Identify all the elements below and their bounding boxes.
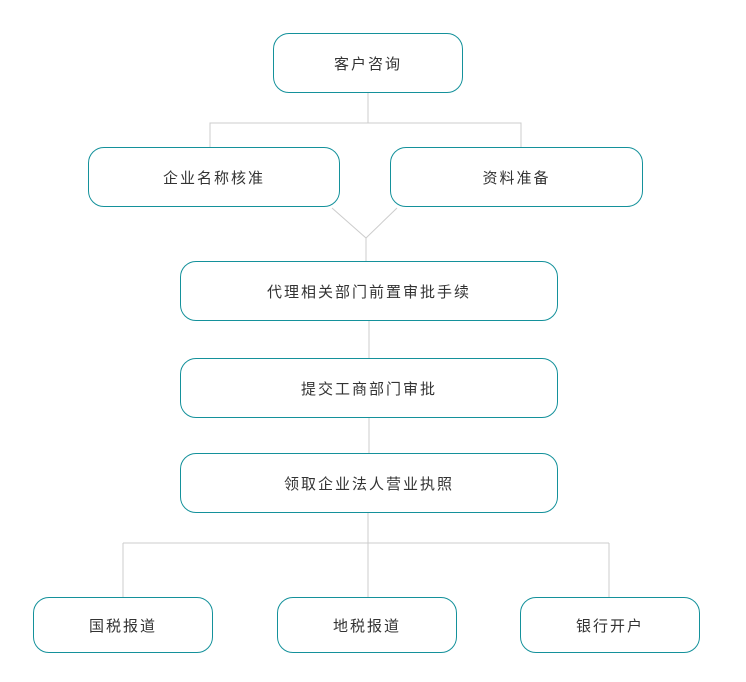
flow-node-label: 代理相关部门前置审批手续 [266, 282, 471, 301]
flow-node-label: 提交工商部门审批 [300, 379, 437, 398]
flow-node-name-approval: 企业名称核准 [88, 147, 340, 207]
flow-node-material-preparation: 资料准备 [390, 147, 643, 207]
flow-node-local-tax: 地税报道 [277, 597, 457, 653]
flow-node-label: 地税报道 [332, 616, 401, 635]
flow-node-license: 领取企业法人营业执照 [180, 453, 558, 513]
connector-split-bar [209, 122, 522, 147]
flow-node-label: 银行开户 [575, 616, 644, 635]
flow-node-bank-account: 银行开户 [520, 597, 700, 653]
connector-merge-left [331, 207, 367, 239]
flow-node-submit-approval: 提交工商部门审批 [180, 358, 558, 418]
flow-node-label: 资料准备 [482, 168, 551, 187]
flow-node-national-tax: 国税报道 [33, 597, 213, 653]
connector-merge-right [365, 207, 398, 239]
flow-node-customer-inquiry: 客户咨询 [273, 33, 463, 93]
flow-node-label: 客户咨询 [333, 54, 402, 73]
flow-node-pre-approval: 代理相关部门前置审批手续 [180, 261, 558, 321]
flow-node-label: 国税报道 [88, 616, 157, 635]
flow-node-label: 领取企业法人营业执照 [283, 474, 454, 493]
flow-node-label: 企业名称核准 [162, 168, 265, 187]
